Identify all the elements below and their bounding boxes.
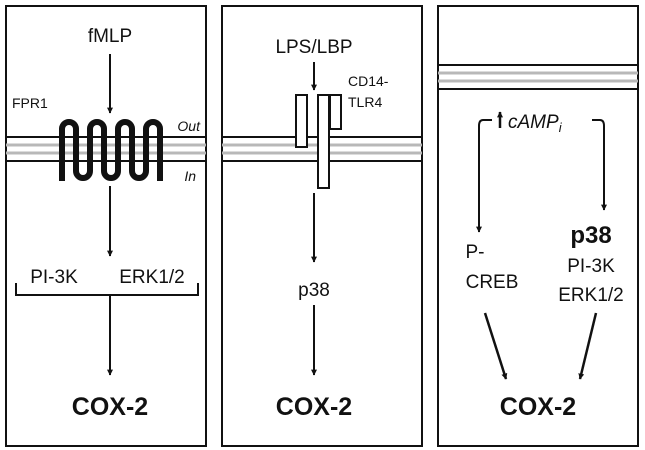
panel-lps: LPS/LBP CD14- TLR4 p38 COX-2 [221,5,423,447]
mediator-left-label: PI-3K [30,267,78,288]
output-label: COX-2 [500,393,576,421]
panel-frame [437,5,639,447]
cd14-tlr4-receptor-icon [295,94,342,189]
panel-frame [5,5,207,447]
mediator-label: p38 [298,280,330,301]
right-label-line3: ERK1/2 [558,285,623,306]
receptor-label-line1: CD14- [348,73,389,89]
left-output-arrow [483,312,508,380]
right-label-line1: p38 [570,222,611,249]
panel-camp: cAMPi P- CREB p38 PI-3K ERK1/2 COX-2 [437,5,639,447]
seven-transmembrane-receptor-icon [59,119,163,181]
stimulus-label: fMLP [88,26,132,47]
stimulus-label: LPS/LBP [275,37,352,58]
mediator-right-label: ERK1/2 [119,267,184,288]
output-label: COX-2 [276,393,352,421]
side-out-label: Out [177,118,201,134]
messenger-label: cAMPi [508,112,563,135]
branch-arrow-left [476,119,492,233]
right-label-line2: PI-3K [567,256,615,277]
cell-membrane [438,64,638,90]
side-in-label: In [184,168,196,184]
panel-fmlp: fMLP FPR1 Out In PI-3K ERK1/2 COX-2 [5,5,207,447]
right-output-arrow [578,312,598,380]
left-label-line1: P- [466,242,485,263]
left-label-line2: CREB [466,272,519,293]
receptor-label-line2: TLR4 [348,94,382,110]
mediator-bracket [15,283,199,296]
panel-frame [221,5,423,447]
branch-arrow-right [592,119,607,211]
output-label: COX-2 [72,393,148,421]
receptor-label: FPR1 [12,95,48,111]
